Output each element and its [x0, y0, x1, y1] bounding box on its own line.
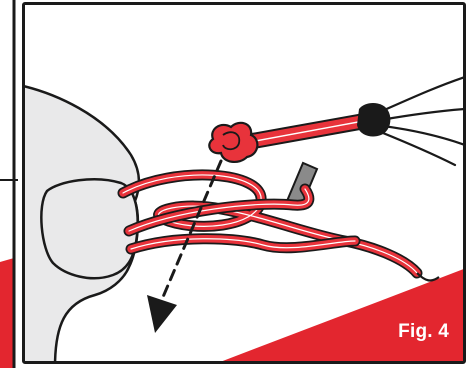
adjacent-panel-fragment	[0, 0, 22, 368]
adjacent-panel-graphic	[0, 0, 22, 368]
knot-tying-illustration	[25, 76, 463, 361]
figure-panel: Fig. 4	[22, 2, 466, 364]
direction-arrow	[147, 159, 223, 333]
knotted-cord-graphic	[208, 103, 391, 163]
red-cords-graphic	[117, 169, 423, 279]
figure-banner	[222, 269, 463, 361]
thumb-graphic	[25, 85, 141, 361]
cord-end	[416, 272, 440, 282]
figure-label: Fig. 4	[398, 321, 449, 342]
